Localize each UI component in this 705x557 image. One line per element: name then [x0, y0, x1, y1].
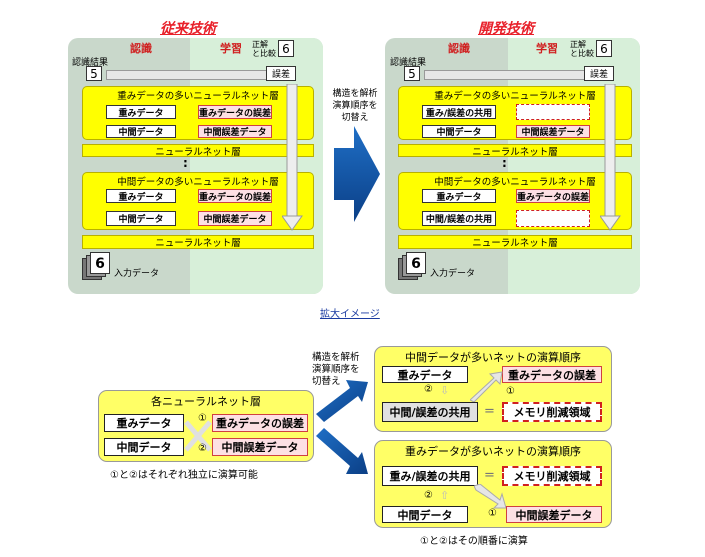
left-chukan-layer-title: 中間データの多いニューラルネット層 [117, 177, 279, 188]
bottom-eq: = [484, 468, 495, 483]
lower-chukan-gosa: 中間誤差データ [212, 438, 308, 456]
right-freed-area-1 [516, 104, 590, 120]
right-compare-label: 正解と比較 [570, 40, 594, 58]
each-layer-title: 各ニューラルネット層 [151, 395, 261, 408]
left-ninshiki-kekka: 認識結果 [72, 58, 109, 68]
left-chukan-data: 中間データ [106, 125, 176, 138]
left-input-data-label: 入力データ [114, 269, 160, 279]
lower-split-arrows [316, 380, 368, 474]
right-result-arrow [424, 70, 602, 80]
right-chukan-data: 中間データ [422, 125, 496, 138]
right-nn-layer-2: ニューラルネット層 [398, 235, 632, 249]
right-ninshiki-label: 認識 [448, 42, 470, 55]
right-answer-6: 6 [596, 40, 612, 57]
left-chukan-gosa: 中間誤差データ [198, 125, 272, 138]
right-learning-panel [508, 38, 640, 294]
left-omomi-data: 重みデータ [106, 105, 176, 119]
order-note: ①と②はその順番に演算 [420, 536, 528, 547]
left-answer-6: 6 [278, 40, 294, 57]
left-down-arrow [282, 84, 303, 231]
lower-arrow-text: 構造を解析演算順序を切替え [312, 352, 360, 387]
bottom-order-title: 重みデータが多いネットの演算順序 [405, 445, 581, 458]
left-dots: : [183, 156, 188, 170]
left-ninshiki-label: 認識 [130, 42, 152, 55]
zoom-image-link[interactable]: 拡大イメージ [320, 309, 380, 320]
bottom-omomi-shared: 重み/誤差の共用 [382, 466, 478, 486]
left-learning-panel [190, 38, 323, 294]
lower-cross-arrows [184, 420, 212, 452]
bottom-diag-arrow-icon [474, 484, 507, 509]
right-result-5: 5 [404, 66, 420, 81]
left-gosa: 誤差 [266, 66, 296, 81]
top-diag-arrow-icon [470, 371, 503, 402]
left-result-5: 5 [86, 66, 102, 81]
left-result-arrow [106, 70, 284, 80]
center-arrow-text: 構造を解析演算順序を切替え [332, 89, 378, 123]
lower-c1: ① [198, 413, 207, 424]
left-title: 従来技術 [160, 21, 216, 37]
right-freed-area-2 [516, 210, 590, 227]
right-omomi-gosa: 重みデータの誤差 [516, 189, 590, 203]
left-input-stack-icon: 6 [82, 252, 112, 282]
right-ninshiki-kekka: 認識結果 [390, 58, 427, 68]
right-omomi-data: 重みデータ [422, 189, 496, 203]
left-omomi-gosa: 重みデータの誤差 [198, 105, 272, 119]
center-right-arrow [334, 126, 380, 222]
lower-c2: ② [198, 443, 207, 454]
right-down-arrow [600, 84, 621, 231]
right-chukan-gosa: 中間誤差データ [516, 125, 590, 138]
right-omomi-layer-title: 重みデータの多いニューラルネット層 [434, 91, 596, 102]
bottom-c1: ① [488, 508, 497, 519]
top-c1: ① [506, 386, 515, 397]
right-chukan-layer-title: 中間データの多いニューラルネット層 [434, 177, 596, 188]
right-input-data-label: 入力データ [430, 269, 476, 279]
right-nn-layer-1: ニューラルネット層 [398, 144, 632, 158]
independent-note: ①と②はそれぞれ独立に演算可能 [110, 470, 258, 481]
left-compare-label: 正解と比較 [252, 40, 276, 58]
top-chukan-shared: 中間/誤差の共用 [382, 402, 478, 422]
bottom-mem-area: メモリ削減領域 [502, 466, 602, 486]
left-chukan-gosa-2: 中間誤差データ [198, 211, 272, 226]
left-omomi-data-2: 重みデータ [106, 189, 176, 203]
bottom-up-arrow-icon: ⇧ [440, 489, 450, 502]
top-mem-area: メモリ削減領域 [502, 402, 602, 422]
top-omomi-gosa: 重みデータの誤差 [502, 366, 602, 383]
right-input-stack-icon: 6 [398, 252, 428, 282]
right-gosa: 誤差 [584, 66, 614, 81]
right-dots: : [502, 156, 507, 170]
left-nn-layer-2: ニューラルネット層 [82, 235, 314, 249]
top-order-title: 中間データが多いネットの演算順序 [405, 351, 581, 364]
top-eq: = [484, 404, 495, 419]
bottom-chukan-data: 中間データ [382, 506, 468, 523]
right-chukan-gosa-shared: 中間/誤差の共用 [422, 211, 496, 226]
lower-omomi-data: 重みデータ [104, 414, 184, 432]
left-omomi-gosa-2: 重みデータの誤差 [198, 189, 272, 203]
lower-omomi-gosa: 重みデータの誤差 [212, 414, 308, 432]
bottom-chukan-gosa: 中間誤差データ [506, 506, 602, 523]
right-gakushu-label: 学習 [536, 42, 558, 55]
top-down-arrow-icon: ⇩ [440, 384, 450, 397]
top-c2: ② [424, 384, 433, 395]
top-omomi-data: 重みデータ [382, 366, 468, 383]
lower-chukan-data: 中間データ [104, 438, 184, 456]
right-title: 開発技術 [478, 21, 534, 37]
left-omomi-layer-title: 重みデータの多いニューラルネット層 [117, 91, 279, 102]
left-chukan-data-2: 中間データ [106, 211, 176, 226]
left-gakushu-label: 学習 [220, 42, 242, 55]
bottom-c2: ② [424, 490, 433, 501]
left-nn-layer-1: ニューラルネット層 [82, 144, 314, 158]
right-omomi-gosa-shared: 重み/誤差の共用 [422, 105, 496, 119]
